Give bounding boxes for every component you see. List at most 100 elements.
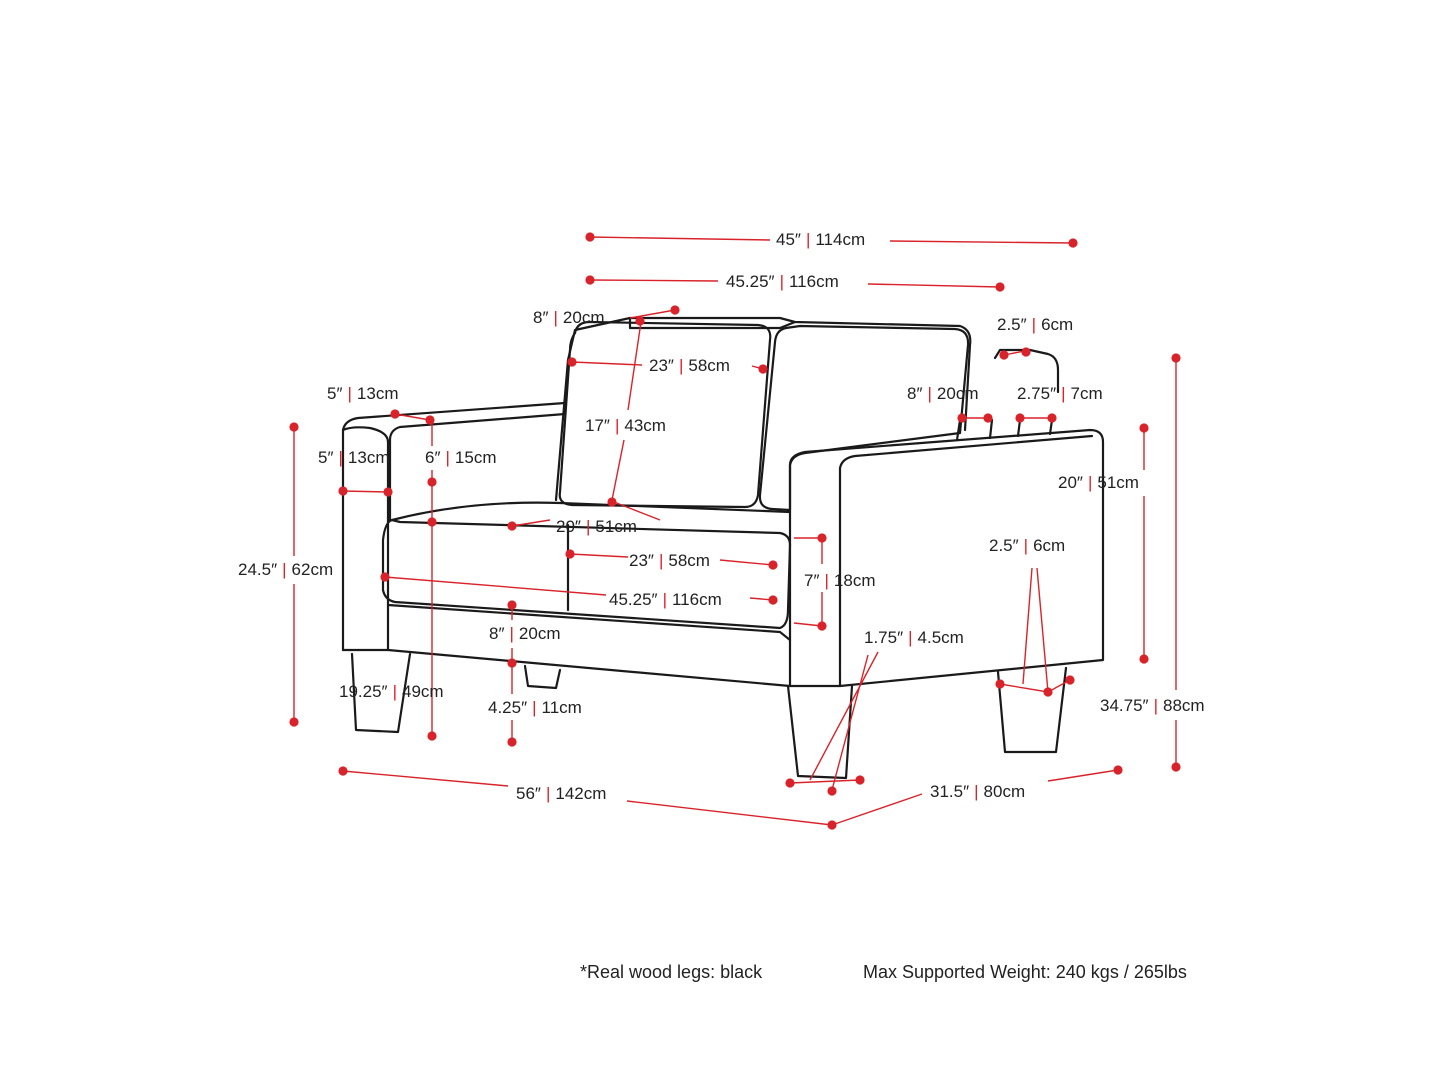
dim-cm: 116cm <box>671 590 722 609</box>
dim-separator: | <box>509 624 514 643</box>
dimension-line <box>569 553 629 558</box>
dim-separator: | <box>1153 696 1158 715</box>
dim-overall-width: 56″|142cm <box>516 784 606 804</box>
dimension-point <box>1021 347 1031 357</box>
dimension-point <box>1068 238 1078 248</box>
dim-inch: 45.25″ <box>609 590 658 609</box>
dimension-line <box>793 622 823 627</box>
dim-seat-width: 45.25″|116cm <box>609 590 722 610</box>
dim-arm-top-width: 5″|13cm <box>327 384 398 404</box>
dim-inch: 5″ <box>318 448 334 467</box>
dim-back-cushion-height: 17″|43cm <box>585 416 666 436</box>
dim-cm: 13cm <box>356 384 399 403</box>
dimension-point <box>507 521 517 531</box>
dimension-point <box>507 600 517 610</box>
dimension-line <box>589 279 719 282</box>
back-frame-right-detail <box>955 418 1054 442</box>
dim-overall-height: 34.75″|88cm <box>1100 696 1205 716</box>
dimension-line <box>889 240 1074 244</box>
dim-cm: 80cm <box>983 782 1026 801</box>
dimension-line <box>613 501 661 521</box>
dimension-point <box>827 820 837 830</box>
dimension-point <box>390 409 400 419</box>
dim-side-arm-height: 20″|51cm <box>1058 473 1139 493</box>
dim-back-cushion-width: 23″|58cm <box>649 356 730 376</box>
dim-separator: | <box>927 384 932 403</box>
dim-inch: 8″ <box>533 308 549 327</box>
dimension-point <box>338 766 348 776</box>
dimension-point <box>768 595 778 605</box>
dimension-point <box>607 497 617 507</box>
dim-cm: 6cm <box>1033 536 1066 555</box>
dim-inch: 34.75″ <box>1100 696 1149 715</box>
dim-cm: 88cm <box>1162 696 1205 715</box>
dim-inch: 45″ <box>776 230 801 249</box>
dimension-point <box>957 413 967 423</box>
dimension-line <box>626 800 833 826</box>
dim-separator: | <box>1061 384 1066 403</box>
dim-back-frame-top: 2.5″|6cm <box>997 315 1073 335</box>
dim-inch: 2.5″ <box>997 315 1027 334</box>
dimension-point <box>785 778 795 788</box>
dim-arm-height: 24.5″|62cm <box>238 560 333 580</box>
dim-separator: | <box>805 230 811 249</box>
dim-arm-height-above-seat: 6″|15cm <box>425 448 496 468</box>
dim-inch: 24.5″ <box>238 560 278 579</box>
dim-inch: 6″ <box>425 448 441 467</box>
dimension-line <box>571 361 643 366</box>
dimension-point <box>827 786 837 796</box>
dimension-line <box>719 559 774 566</box>
dim-cm: 6cm <box>1041 315 1074 334</box>
dim-cm: 20cm <box>936 384 979 403</box>
dimension-point <box>380 572 390 582</box>
dim-leg-top-width: 2.5″|6cm <box>989 536 1065 556</box>
dim-inch: 20″ <box>556 517 581 536</box>
dim-inch: 23″ <box>629 551 654 570</box>
dimension-line <box>627 321 642 411</box>
dimension-point <box>855 775 865 785</box>
dim-inch: 56″ <box>516 784 541 803</box>
dim-inch: 31.5″ <box>930 782 970 801</box>
dim-inch: 5″ <box>327 384 343 403</box>
dim-seat-cushion-thickness: 7″|18cm <box>804 571 875 591</box>
dim-cm: 20cm <box>518 624 561 643</box>
left-arm-front <box>341 426 390 652</box>
dim-cm: 51cm <box>595 517 637 536</box>
dim-inch: 2.5″ <box>989 536 1019 555</box>
dim-separator: | <box>1023 536 1029 555</box>
dimension-point <box>1043 687 1053 697</box>
dim-cm: 43cm <box>624 416 666 435</box>
dim-separator: | <box>779 272 784 291</box>
dimension-point <box>289 422 299 432</box>
dimension-point <box>427 477 437 487</box>
dim-inch: 8″ <box>489 624 505 643</box>
dimension-point <box>983 413 993 423</box>
dim-separator: | <box>1087 473 1093 492</box>
dimension-point <box>758 364 768 374</box>
dim-cm: 13cm <box>347 448 390 467</box>
dimension-point <box>1171 353 1181 363</box>
dimension-line <box>384 576 607 596</box>
dimension-line <box>789 779 861 784</box>
left-arm <box>341 401 567 522</box>
dimension-point <box>338 486 348 496</box>
front-left-leg <box>350 652 412 734</box>
dimension-line <box>342 490 389 493</box>
dim-inch: 1.75″ <box>864 628 904 647</box>
dim-cm: 49cm <box>401 682 444 701</box>
front-right-leg <box>786 684 854 780</box>
dim-back-frame-width: 2.75″|7cm <box>1017 384 1103 404</box>
dim-separator: | <box>585 517 591 536</box>
dimension-point <box>1113 765 1123 775</box>
dim-cm: 7cm <box>1070 384 1103 403</box>
dimension-point <box>999 350 1009 360</box>
dimension-line <box>1047 769 1119 782</box>
dimension-line <box>511 519 551 527</box>
base-front <box>386 603 792 642</box>
dimension-line <box>1022 567 1033 685</box>
dim-inch: 23″ <box>649 356 674 375</box>
dim-cm: 142cm <box>555 784 607 803</box>
dimension-line <box>831 793 923 826</box>
